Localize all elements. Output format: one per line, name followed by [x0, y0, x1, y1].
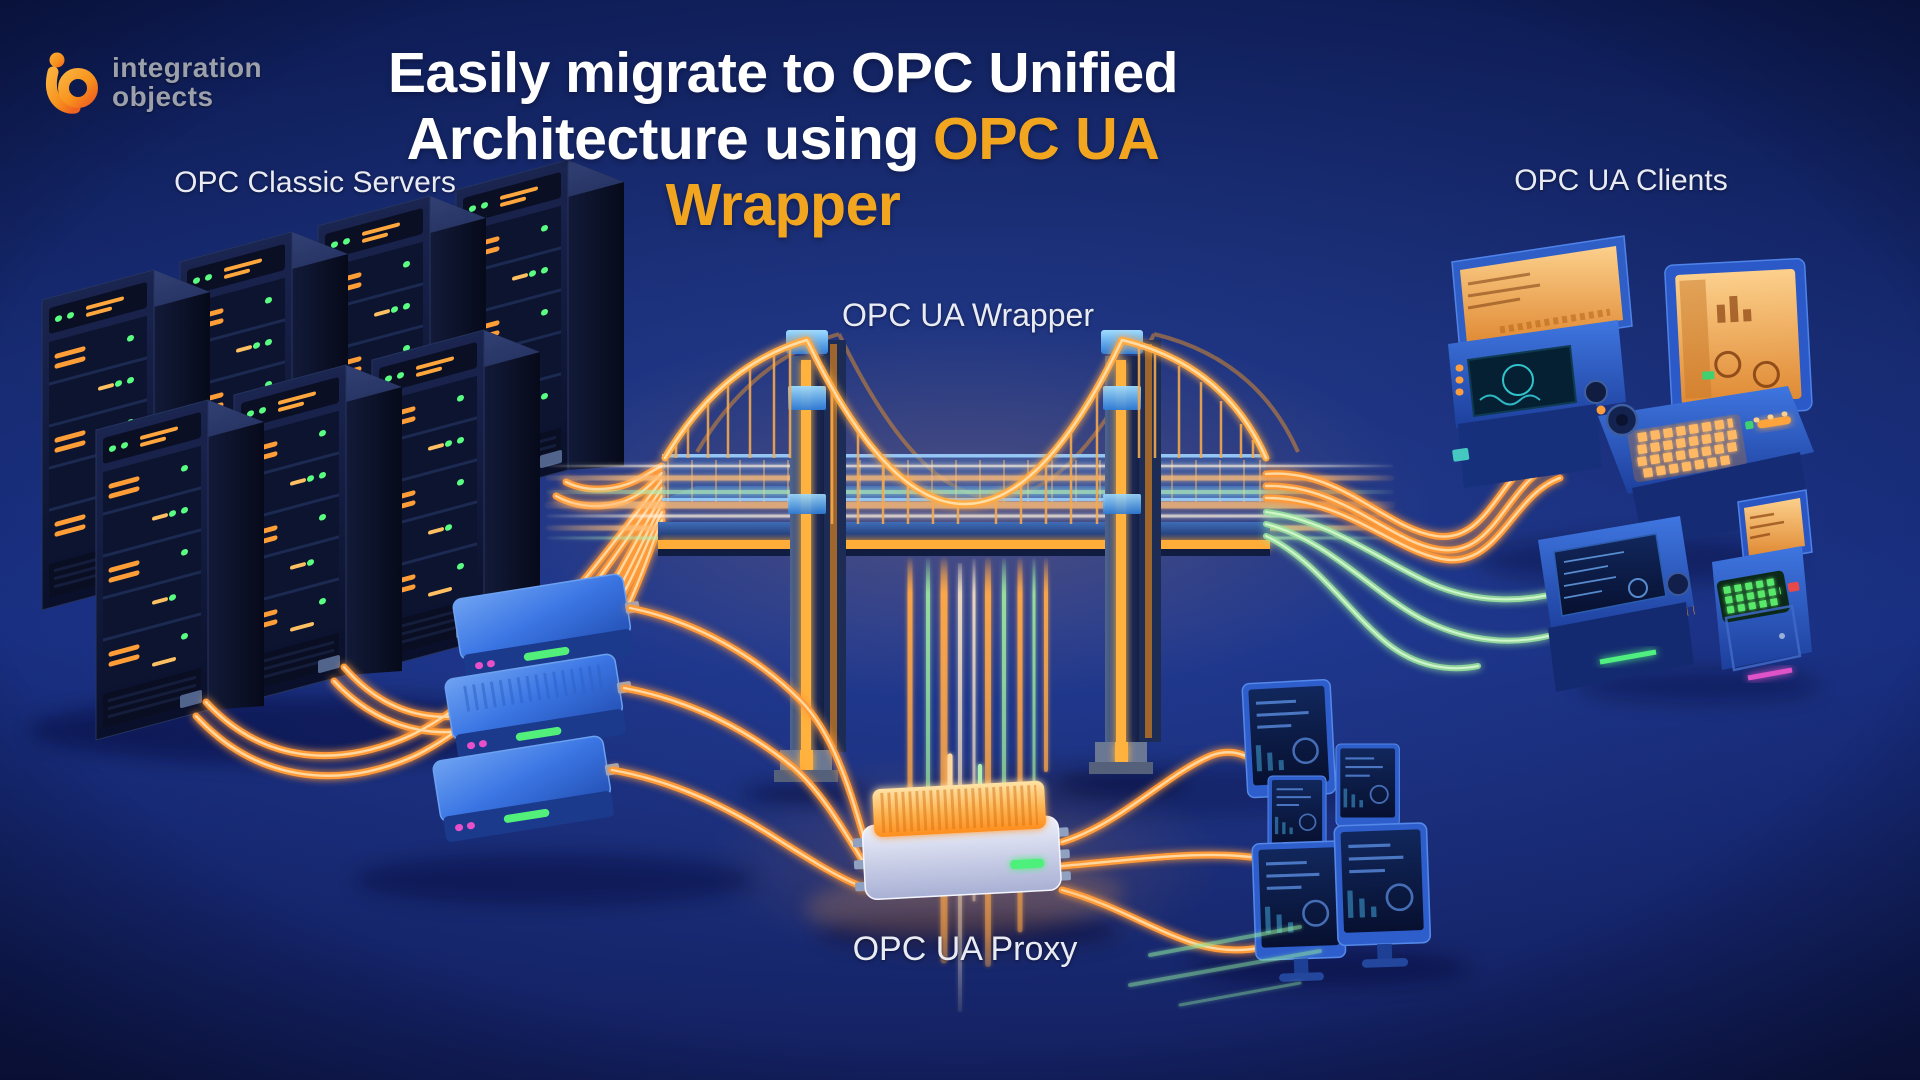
headline-line-2-prefix: Architecture using: [406, 106, 920, 172]
label-opc-ua-proxy: OPC UA Proxy: [852, 930, 1078, 968]
brand-line-1: integration: [112, 52, 263, 83]
brand-logo: integration objects: [44, 50, 262, 114]
headline-highlight: OPC UA Wrapper: [665, 106, 1160, 238]
headline-line-1: Easily migrate to OPC Unified: [387, 41, 1179, 105]
brand-line-2: objects: [112, 80, 214, 112]
headline: Easily migrate to OPC Unified Architectu…: [283, 40, 1283, 238]
label-opc-ua-wrapper: OPC UA Wrapper: [842, 297, 1094, 333]
label-opc-ua-clients: OPC UA Clients: [1514, 164, 1728, 197]
brand-wordmark: integration objects: [112, 52, 263, 112]
label-opc-classic-servers: OPC Classic Servers: [174, 166, 456, 199]
io-logo-icon: [45, 52, 98, 114]
